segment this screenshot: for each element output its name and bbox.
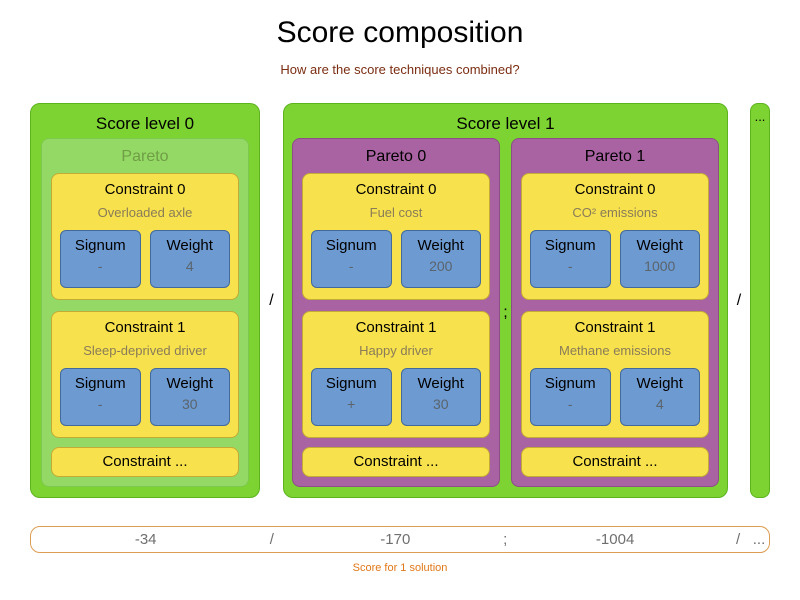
constraint-title: Constraint 1: [574, 319, 656, 336]
constraint-description: Fuel cost: [369, 205, 423, 220]
score-bar: -34 / -170 ; -1004 / ...: [30, 526, 770, 553]
constraint-description: Overloaded axle: [97, 205, 193, 220]
constraint-more-card: Constraint ...: [51, 447, 239, 477]
signum-label: Signum: [74, 375, 126, 392]
constraint-card: Constraint 0 Overloaded axle Signum - We…: [51, 173, 239, 300]
weight-value: 30: [181, 396, 198, 412]
signum-value: +: [347, 396, 356, 412]
signum-label: Signum: [544, 375, 596, 392]
score-separator: /: [735, 531, 741, 548]
weight-box: Weight 200: [400, 230, 481, 288]
weight-label: Weight: [166, 375, 213, 392]
weight-value: 4: [655, 396, 664, 412]
score-level-1-label: Score level 1: [456, 114, 555, 133]
constraint-card: Constraint 1 Methane emissions Signum - …: [521, 311, 709, 438]
signum-box: Signum -: [530, 230, 611, 288]
signum-weight-row: Signum - Weight 30: [60, 368, 230, 426]
constraint-description: CO² emissions: [572, 205, 658, 220]
signum-value: -: [348, 258, 354, 274]
score-composition-diagram: Score level 0 Pareto Constraint 0 Overlo…: [30, 103, 770, 498]
level-separator: /: [736, 291, 742, 309]
constraint-card: Constraint 0 Fuel cost Signum - Weight 2…: [302, 173, 490, 300]
pareto-1-label: Pareto 1: [584, 148, 646, 165]
signum-value: -: [97, 396, 103, 412]
signum-box: Signum -: [530, 368, 611, 426]
more-levels-strip: ...: [750, 103, 770, 498]
score-more: ...: [752, 531, 766, 548]
weight-label: Weight: [417, 237, 464, 254]
pareto-label: Pareto: [121, 148, 169, 165]
weight-value: 30: [432, 396, 449, 412]
score-level-0-paretos: Pareto Constraint 0 Overloaded axle Sign…: [41, 138, 249, 487]
signum-box: Signum +: [311, 368, 392, 426]
page-subtitle: How are the score techniques combined?: [280, 62, 520, 77]
weight-box: Weight 30: [400, 368, 481, 426]
signum-value: -: [567, 396, 573, 412]
constraint-description: Sleep-deprived driver: [83, 343, 207, 358]
constraint-description: Methane emissions: [559, 343, 671, 358]
pareto-separator: ;: [503, 303, 508, 321]
weight-value: 1000: [644, 258, 676, 274]
weight-label: Weight: [417, 375, 464, 392]
signum-label: Signum: [74, 237, 126, 254]
signum-weight-row: Signum - Weight 200: [311, 230, 481, 288]
constraint-card: Constraint 1 Happy driver Signum + Weigh…: [302, 311, 490, 438]
level-separator: /: [269, 291, 274, 309]
score-separator: /: [269, 531, 274, 548]
score-value-pareto1: -1004: [595, 531, 635, 548]
signum-box: Signum -: [60, 368, 141, 426]
score-level-0-box: Score level 0 Pareto Constraint 0 Overlo…: [30, 103, 260, 498]
signum-weight-row: Signum - Weight 1000: [530, 230, 700, 288]
page-title: Score composition: [276, 16, 524, 49]
constraint-title: Constraint 1: [104, 319, 186, 336]
constraint-title: Constraint 1: [355, 319, 437, 336]
pareto-1-box: Pareto 1 Constraint 0 CO² emissions Sign…: [511, 138, 719, 487]
weight-value: 200: [429, 258, 453, 274]
weight-label: Weight: [636, 237, 683, 254]
constraint-more-card: Constraint ...: [302, 447, 490, 477]
weight-label: Weight: [166, 237, 213, 254]
weight-label: Weight: [636, 375, 683, 392]
constraint-card: Constraint 0 CO² emissions Signum - Weig…: [521, 173, 709, 300]
weight-box: Weight 4: [619, 368, 700, 426]
pareto-0-box: Pareto 0 Constraint 0 Fuel cost Signum -…: [292, 138, 500, 487]
signum-label: Signum: [325, 375, 377, 392]
signum-label: Signum: [325, 237, 377, 254]
score-value-level0: -34: [134, 531, 157, 548]
pareto-0-label: Pareto 0: [365, 148, 427, 165]
signum-box: Signum -: [60, 230, 141, 288]
score-level-1-paretos: Pareto 0 Constraint 0 Fuel cost Signum -…: [292, 138, 719, 487]
pareto-box: Pareto Constraint 0 Overloaded axle Sign…: [41, 138, 249, 487]
weight-box: Weight 1000: [619, 230, 700, 288]
signum-value: -: [97, 258, 103, 274]
constraint-description: Happy driver: [359, 343, 433, 358]
score-level-0-label: Score level 0: [95, 114, 195, 133]
score-pareto-separator: ;: [503, 531, 508, 548]
constraint-title: Constraint 0: [355, 181, 437, 198]
signum-weight-row: Signum - Weight 4: [530, 368, 700, 426]
constraint-more-card: Constraint ...: [521, 447, 709, 477]
weight-box: Weight 30: [149, 368, 230, 426]
score-value-pareto0: -170: [380, 531, 411, 548]
constraint-title: Constraint 0: [104, 181, 186, 198]
constraint-card: Constraint 1 Sleep-deprived driver Signu…: [51, 311, 239, 438]
score-level-1-box: Score level 1 Pareto 0 Constraint 0 Fuel…: [283, 103, 728, 498]
signum-label: Signum: [544, 237, 596, 254]
weight-box: Weight 4: [149, 230, 230, 288]
score-bar-caption: Score for 1 solution: [352, 562, 448, 574]
signum-box: Signum -: [311, 230, 392, 288]
score-level1-values: -170 ; -1004: [283, 531, 727, 548]
signum-weight-row: Signum + Weight 30: [311, 368, 481, 426]
constraint-title: Constraint 0: [574, 181, 656, 198]
weight-value: 4: [185, 258, 194, 274]
signum-value: -: [567, 258, 573, 274]
signum-weight-row: Signum - Weight 4: [60, 230, 230, 288]
